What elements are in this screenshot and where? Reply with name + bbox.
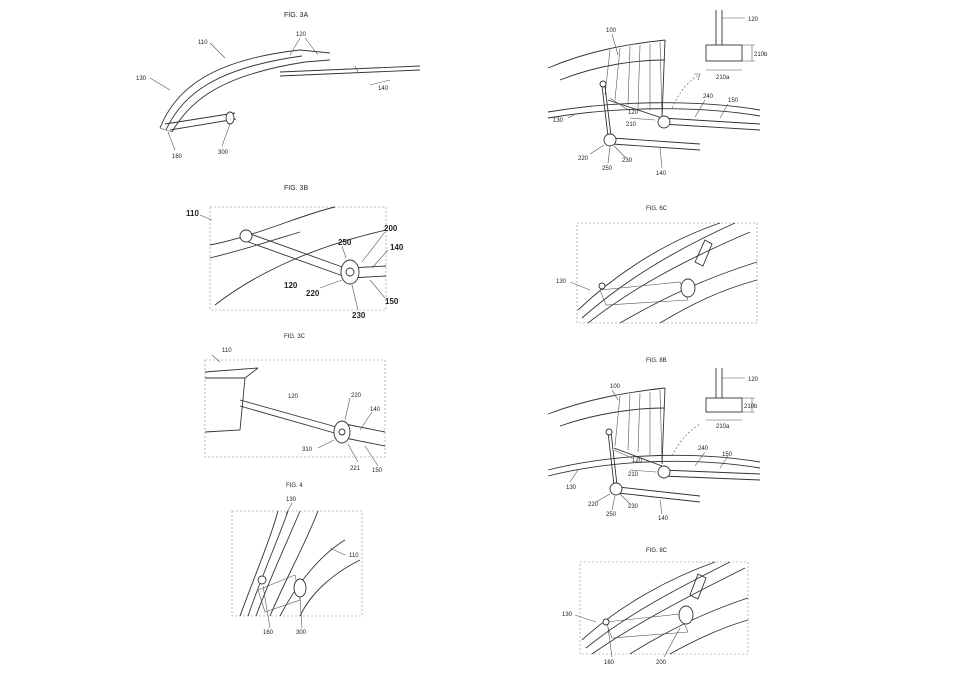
- reference-numeral-140: 140: [378, 86, 389, 92]
- reference-numeral-110: 110: [186, 209, 199, 218]
- fig-6c-caption: FIG. 6C: [646, 206, 668, 212]
- fig-3c-frame: [204, 359, 386, 458]
- reference-numeral-150: 150: [385, 297, 399, 306]
- joint-210: [657, 115, 671, 129]
- reference-numeral-160: 160: [604, 660, 615, 666]
- reference-numeral-250: 250: [606, 512, 617, 518]
- reference-numeral-200: 200: [656, 660, 667, 666]
- reference-numeral-110: 110: [349, 553, 359, 559]
- reference-numeral-210a: 210a: [716, 424, 730, 430]
- reference-numeral-160: 160: [263, 630, 274, 636]
- hinge-300: [225, 111, 235, 125]
- reference-numeral-120: 120: [284, 281, 298, 290]
- figure-8b: FIG. 8B 100 120 210b 210a: [547, 358, 761, 522]
- reference-numeral-310: 310: [302, 447, 313, 453]
- reference-numeral-150: 150: [728, 98, 739, 104]
- fig-6c-frame: [576, 222, 758, 324]
- reference-numeral-110: 110: [198, 40, 208, 46]
- fig-4-frame: [231, 510, 363, 617]
- figure-top-right: 100 120 210b 210a 120 240 150 210 130 22…: [547, 10, 768, 177]
- reference-numeral-300: 300: [218, 150, 229, 156]
- fig-8c-frame: [579, 561, 749, 655]
- wing-outer-edge: [159, 49, 301, 129]
- reference-numeral-200: 200: [384, 224, 398, 233]
- reference-numeral-130: 130: [556, 279, 567, 285]
- reference-numeral-230: 230: [622, 158, 633, 164]
- reference-numeral-210a: 210a: [716, 75, 730, 81]
- fig-8c-caption: FIG. 8C: [646, 548, 668, 554]
- figure-3c: FIG. 3C 110 120 220 140 310 221 150: [204, 334, 386, 474]
- reference-numeral-240: 240: [703, 94, 714, 100]
- figure-6c: FIG. 6C 130: [556, 206, 758, 324]
- reference-numeral-100: 100: [610, 384, 621, 390]
- reference-numeral-120: 120: [296, 32, 307, 38]
- reference-numeral-120: 120: [748, 377, 759, 383]
- reference-numeral-210: 210: [626, 122, 637, 128]
- figure-3a: FIG. 3A 110 120 130 140 160 300: [136, 12, 421, 160]
- rod-140: [279, 65, 421, 73]
- reference-numeral-300: 300: [296, 630, 307, 636]
- reference-numeral-220: 220: [588, 502, 599, 508]
- reference-numeral-230: 230: [352, 311, 366, 320]
- fig-3b-caption: FIG. 3B: [284, 185, 308, 192]
- reference-numeral-130: 130: [136, 76, 147, 82]
- reference-numeral-140: 140: [658, 516, 669, 522]
- figure-4: FIG. 4 130 110 160 300: [231, 483, 363, 636]
- reference-numeral-150: 150: [722, 452, 733, 458]
- reference-numeral-130: 130: [553, 118, 564, 124]
- link-120: [239, 399, 341, 429]
- reference-numeral-220: 220: [306, 289, 320, 298]
- reference-numeral-100: 100: [606, 28, 617, 34]
- reference-numeral-250: 250: [602, 166, 613, 172]
- reference-numeral-220: 220: [578, 156, 589, 162]
- link-120: [601, 85, 609, 137]
- hinge-300: [293, 578, 307, 598]
- fig-4-caption: FIG. 4: [286, 483, 303, 489]
- link-120: [244, 231, 346, 269]
- reference-numeral-240: 240: [698, 446, 709, 452]
- figure-8c: FIG. 8C 130 160 200: [562, 548, 749, 666]
- hinge-160: [257, 575, 267, 585]
- figure-3b: FIG. 3B 110 120 200 250 140 220 230 150: [186, 185, 404, 320]
- reference-numeral-130: 130: [562, 612, 573, 618]
- reference-numeral-140: 140: [390, 243, 404, 252]
- reference-numeral-250: 250: [338, 238, 352, 247]
- fig-3c-caption: FIG. 3C: [284, 334, 306, 340]
- reference-numeral-230: 230: [628, 504, 639, 510]
- reference-numeral-210b: 210b: [754, 52, 768, 58]
- joint-220: [603, 133, 617, 147]
- reference-numeral-130: 130: [566, 485, 577, 491]
- reference-numeral-210b: 210b: [744, 404, 758, 410]
- fig-3b-frame: [209, 206, 387, 311]
- reference-numeral-120: 120: [632, 458, 643, 464]
- fig-8b-caption: FIG. 8B: [646, 358, 667, 364]
- fig-3a-caption: FIG. 3A: [284, 12, 308, 19]
- reference-numeral-221: 221: [350, 466, 361, 472]
- reference-numeral-160: 160: [172, 154, 183, 160]
- reference-numeral-120: 120: [748, 17, 759, 23]
- reference-numeral-150: 150: [372, 468, 383, 474]
- reference-numeral-140: 140: [656, 171, 667, 177]
- reference-numeral-140: 140: [370, 407, 381, 413]
- reference-numeral-110: 110: [222, 348, 232, 354]
- reference-numeral-120: 120: [628, 110, 639, 116]
- reference-numeral-220: 220: [351, 393, 362, 399]
- reference-numeral-210: 210: [628, 472, 639, 478]
- reference-numeral-130: 130: [286, 497, 297, 503]
- reference-numeral-120: 120: [288, 394, 299, 400]
